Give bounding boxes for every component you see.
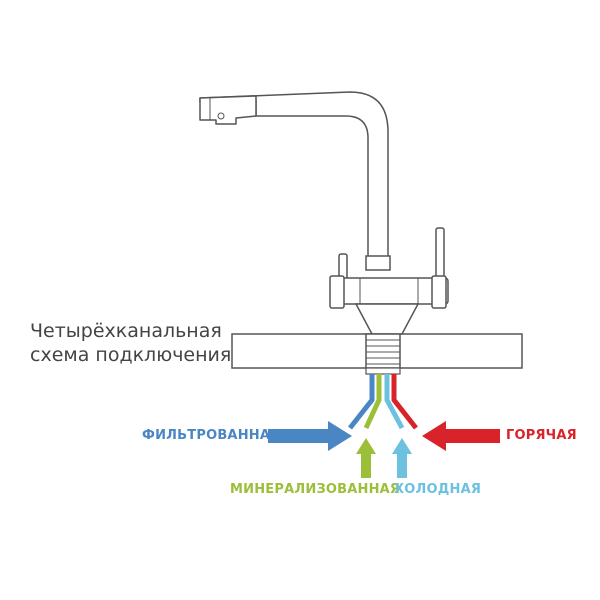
label-mineralized: МИНЕРАЛИЗОВАННАЯ xyxy=(230,482,401,497)
diagram-title-line2: схема подключения xyxy=(30,344,232,366)
mounting-shank xyxy=(365,333,401,369)
label-cold: ХОЛОДНАЯ xyxy=(394,482,482,497)
hose-hot xyxy=(391,374,418,430)
arrow-hot xyxy=(422,421,500,451)
hose-cold xyxy=(384,374,405,430)
left-handle-cap xyxy=(329,275,345,309)
right-handle-cap xyxy=(431,275,447,309)
label-hot: ГОРЯЧАЯ xyxy=(506,428,577,443)
faucet-body xyxy=(335,277,449,305)
faucet-collar xyxy=(365,255,391,271)
faucet-base xyxy=(354,303,420,335)
hose-filtered xyxy=(348,374,375,430)
label-filtered: ФИЛЬТРОВАННАЯ xyxy=(142,428,281,443)
spout-nozzle xyxy=(217,112,225,120)
shank-nut xyxy=(365,367,401,375)
shank-threads xyxy=(366,339,400,365)
arrow-cold xyxy=(392,438,412,478)
faucet-spout xyxy=(199,91,389,259)
hose-mineralized xyxy=(363,374,382,430)
faucet-head xyxy=(199,95,257,125)
diagram-title-line1: Четырёхканальная xyxy=(30,320,222,342)
right-lever xyxy=(435,227,445,279)
arrow-mineralized xyxy=(356,438,376,478)
arrow-filtered xyxy=(268,421,352,451)
hoses xyxy=(348,374,418,430)
